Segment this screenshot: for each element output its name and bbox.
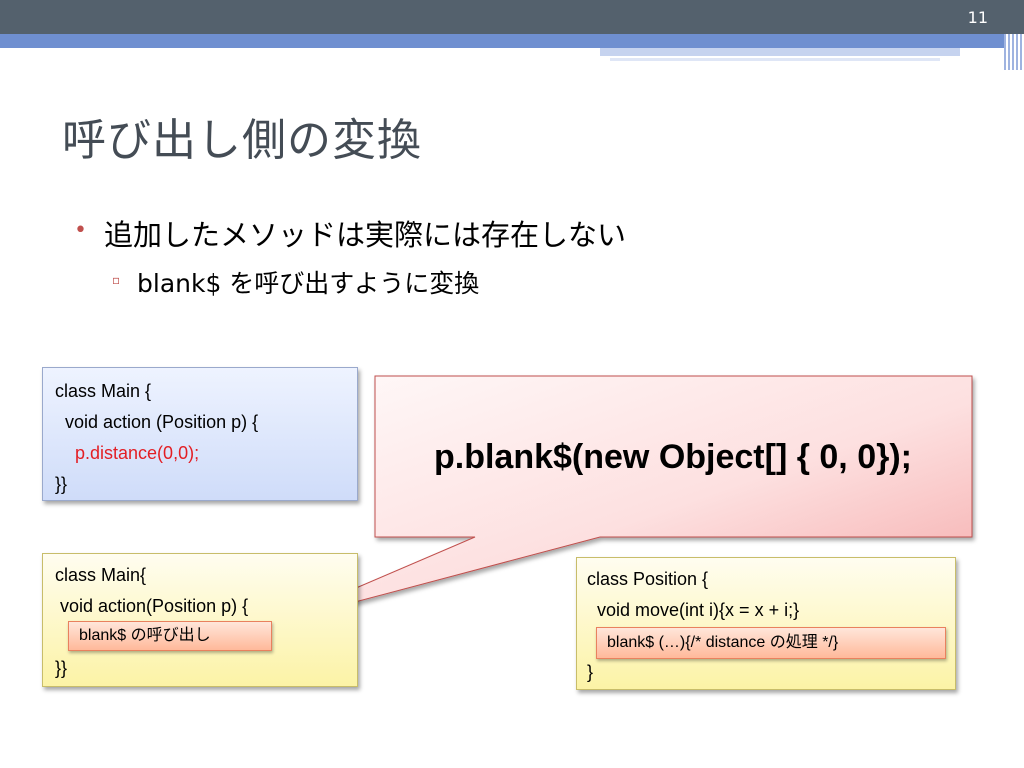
- header-accent-stripe: [0, 34, 1024, 48]
- code-line: }}: [55, 658, 68, 678]
- code-line: class Main {: [55, 381, 152, 401]
- code-box-position: class Position { void move(int i){x = x …: [576, 557, 956, 690]
- code-line: class Main{: [55, 565, 147, 585]
- slide-title: 呼び出し側の変換: [62, 115, 422, 166]
- code-box-main-converted: class Main{ void action(Position p) { }}: [42, 553, 358, 687]
- header-accent-stripe-thin: [610, 58, 940, 61]
- sub-bullet-marker: ▫: [112, 273, 121, 287]
- code-line: }}: [55, 474, 68, 494]
- slide-header-bar: 11: [0, 0, 1024, 34]
- blank-call-chip: blank$ の呼び出し: [68, 621, 272, 651]
- code-line: void action(Position p) {: [55, 596, 249, 616]
- code-line: void action (Position p) {: [55, 412, 259, 432]
- bullet-marker: •: [74, 218, 87, 243]
- code-box-main-original: class Main { void action (Position p) { …: [42, 367, 358, 501]
- header-accent-pattern: [1004, 34, 1024, 70]
- slide-number: 11: [967, 8, 988, 27]
- code-line-highlighted: p.distance(0,0);: [55, 443, 200, 463]
- code-line: }: [587, 662, 594, 682]
- code-line: class Position {: [587, 569, 709, 589]
- sub-bullet-text: blank$ を呼び出すように変換: [137, 269, 480, 298]
- code-line: void move(int i){x = x + i;}: [587, 600, 800, 620]
- bullet-text: 追加したメソッドは実際には存在しない: [104, 218, 627, 252]
- header-accent-stripe-light: [600, 48, 960, 56]
- blank-definition-chip: blank$ (…){/* distance の処理 */}: [596, 627, 946, 659]
- callout-code: p.blank$(new Object[] { 0, 0});: [434, 438, 912, 476]
